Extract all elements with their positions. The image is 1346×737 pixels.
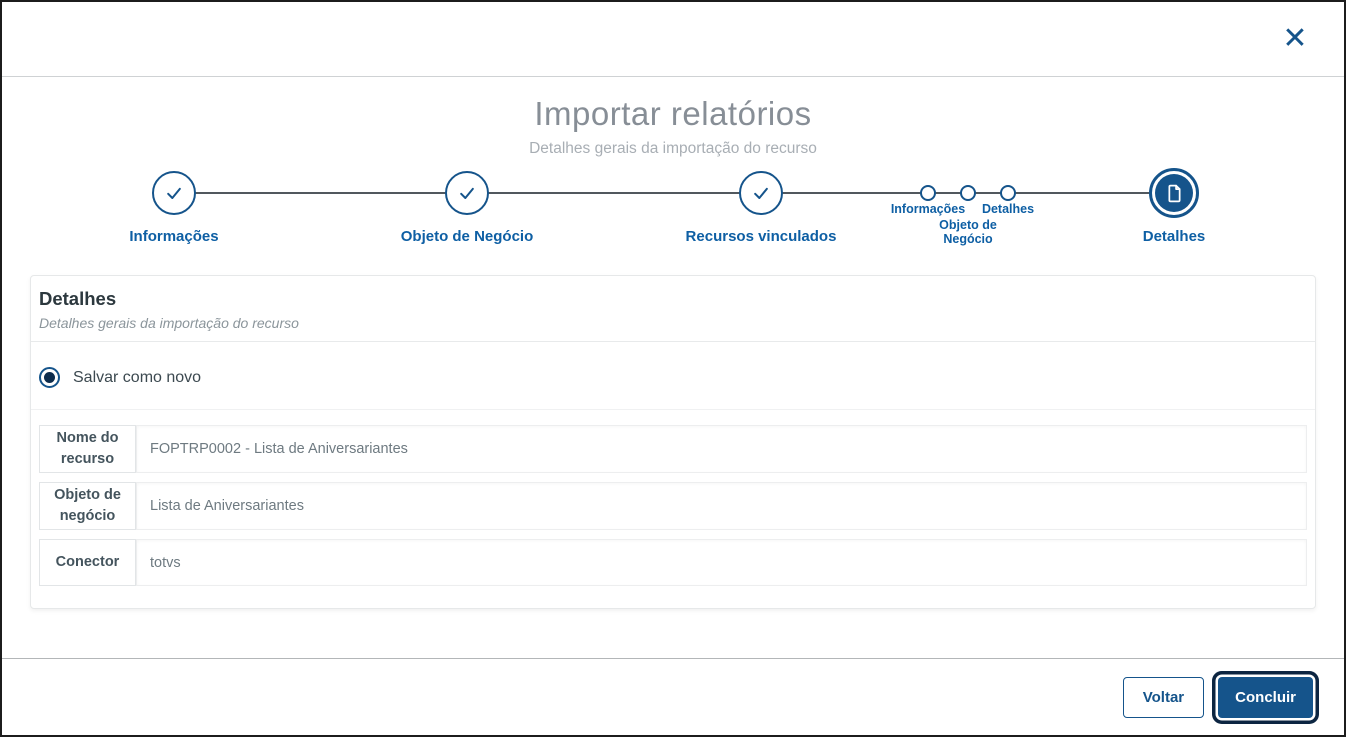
stepper-connector-line — [174, 192, 1174, 194]
step-small-detalhes[interactable] — [1000, 185, 1016, 201]
step-small-label-informacoes[interactable]: Informações — [890, 202, 966, 216]
modal-footer: Voltar Concluir — [2, 658, 1344, 735]
step-recursos-vinculados[interactable] — [739, 171, 783, 215]
document-icon — [1167, 184, 1181, 202]
step-small-label-objeto-de-negocio[interactable]: Objeto de Negócio — [939, 218, 997, 246]
check-icon — [754, 187, 768, 199]
step-label-informacoes[interactable]: Informações — [129, 228, 219, 245]
fields-section: Nome do recurso FOPTRP0002 - Lista de An… — [31, 410, 1315, 608]
back-button[interactable]: Voltar — [1122, 676, 1205, 718]
check-icon — [167, 187, 181, 199]
panel-subtitle: Detalhes gerais da importação do recurso — [39, 315, 299, 331]
step-label-recursos-vinculados[interactable]: Recursos vinculados — [685, 228, 837, 245]
details-panel: Detalhes Detalhes gerais da importação d… — [30, 275, 1316, 609]
close-icon[interactable]: ✕ — [1276, 20, 1314, 58]
resource-name-input[interactable]: FOPTRP0002 - Lista de Aniversariantes — [136, 425, 1307, 473]
field-row-conector: Conector totvs — [39, 539, 1307, 586]
wizard-stepper: Informações Objeto de Negócio Recursos v… — [2, 168, 1344, 263]
field-row-nome-do-recurso: Nome do recurso FOPTRP0002 - Lista de An… — [39, 425, 1307, 473]
step-small-label-detalhes[interactable]: Detalhes — [981, 202, 1035, 216]
step-active-circle — [1155, 174, 1193, 212]
field-row-objeto-de-negocio: Objeto de negócio Lista de Aniversariant… — [39, 482, 1307, 530]
page-title: Importar relatórios — [534, 95, 812, 132]
title-section: Importar relatórios Detalhes gerais da i… — [2, 95, 1344, 158]
modal-header: ✕ — [2, 2, 1344, 77]
step-informacoes[interactable] — [152, 171, 196, 215]
panel-title: Detalhes — [39, 288, 117, 309]
field-label: Nome do recurso — [39, 425, 136, 473]
step-small-informacoes[interactable] — [920, 185, 936, 201]
step-objeto-de-negocio[interactable] — [445, 171, 489, 215]
field-label: Objeto de negócio — [39, 482, 136, 530]
step-label-objeto-de-negocio[interactable]: Objeto de Negócio — [400, 228, 534, 245]
step-small-objeto-de-negocio[interactable] — [960, 185, 976, 201]
page-subtitle: Detalhes gerais da importação do recurso — [529, 140, 817, 157]
business-object-input[interactable]: Lista de Aniversariantes — [136, 482, 1307, 530]
step-label-detalhes-active[interactable]: Detalhes — [1142, 228, 1206, 245]
step-detalhes-active[interactable] — [1149, 168, 1199, 218]
finish-button[interactable]: Concluir — [1218, 676, 1313, 718]
radio-selected-dot — [44, 372, 55, 383]
check-icon — [460, 187, 474, 199]
field-label: Conector — [39, 539, 136, 586]
save-as-new-radio[interactable]: Salvar como novo — [31, 342, 1315, 410]
connector-input[interactable]: totvs — [136, 539, 1307, 586]
radio-label: Salvar como novo — [73, 368, 202, 386]
radio-button-icon[interactable] — [39, 367, 60, 388]
panel-header: Detalhes Detalhes gerais da importação d… — [31, 276, 1315, 342]
